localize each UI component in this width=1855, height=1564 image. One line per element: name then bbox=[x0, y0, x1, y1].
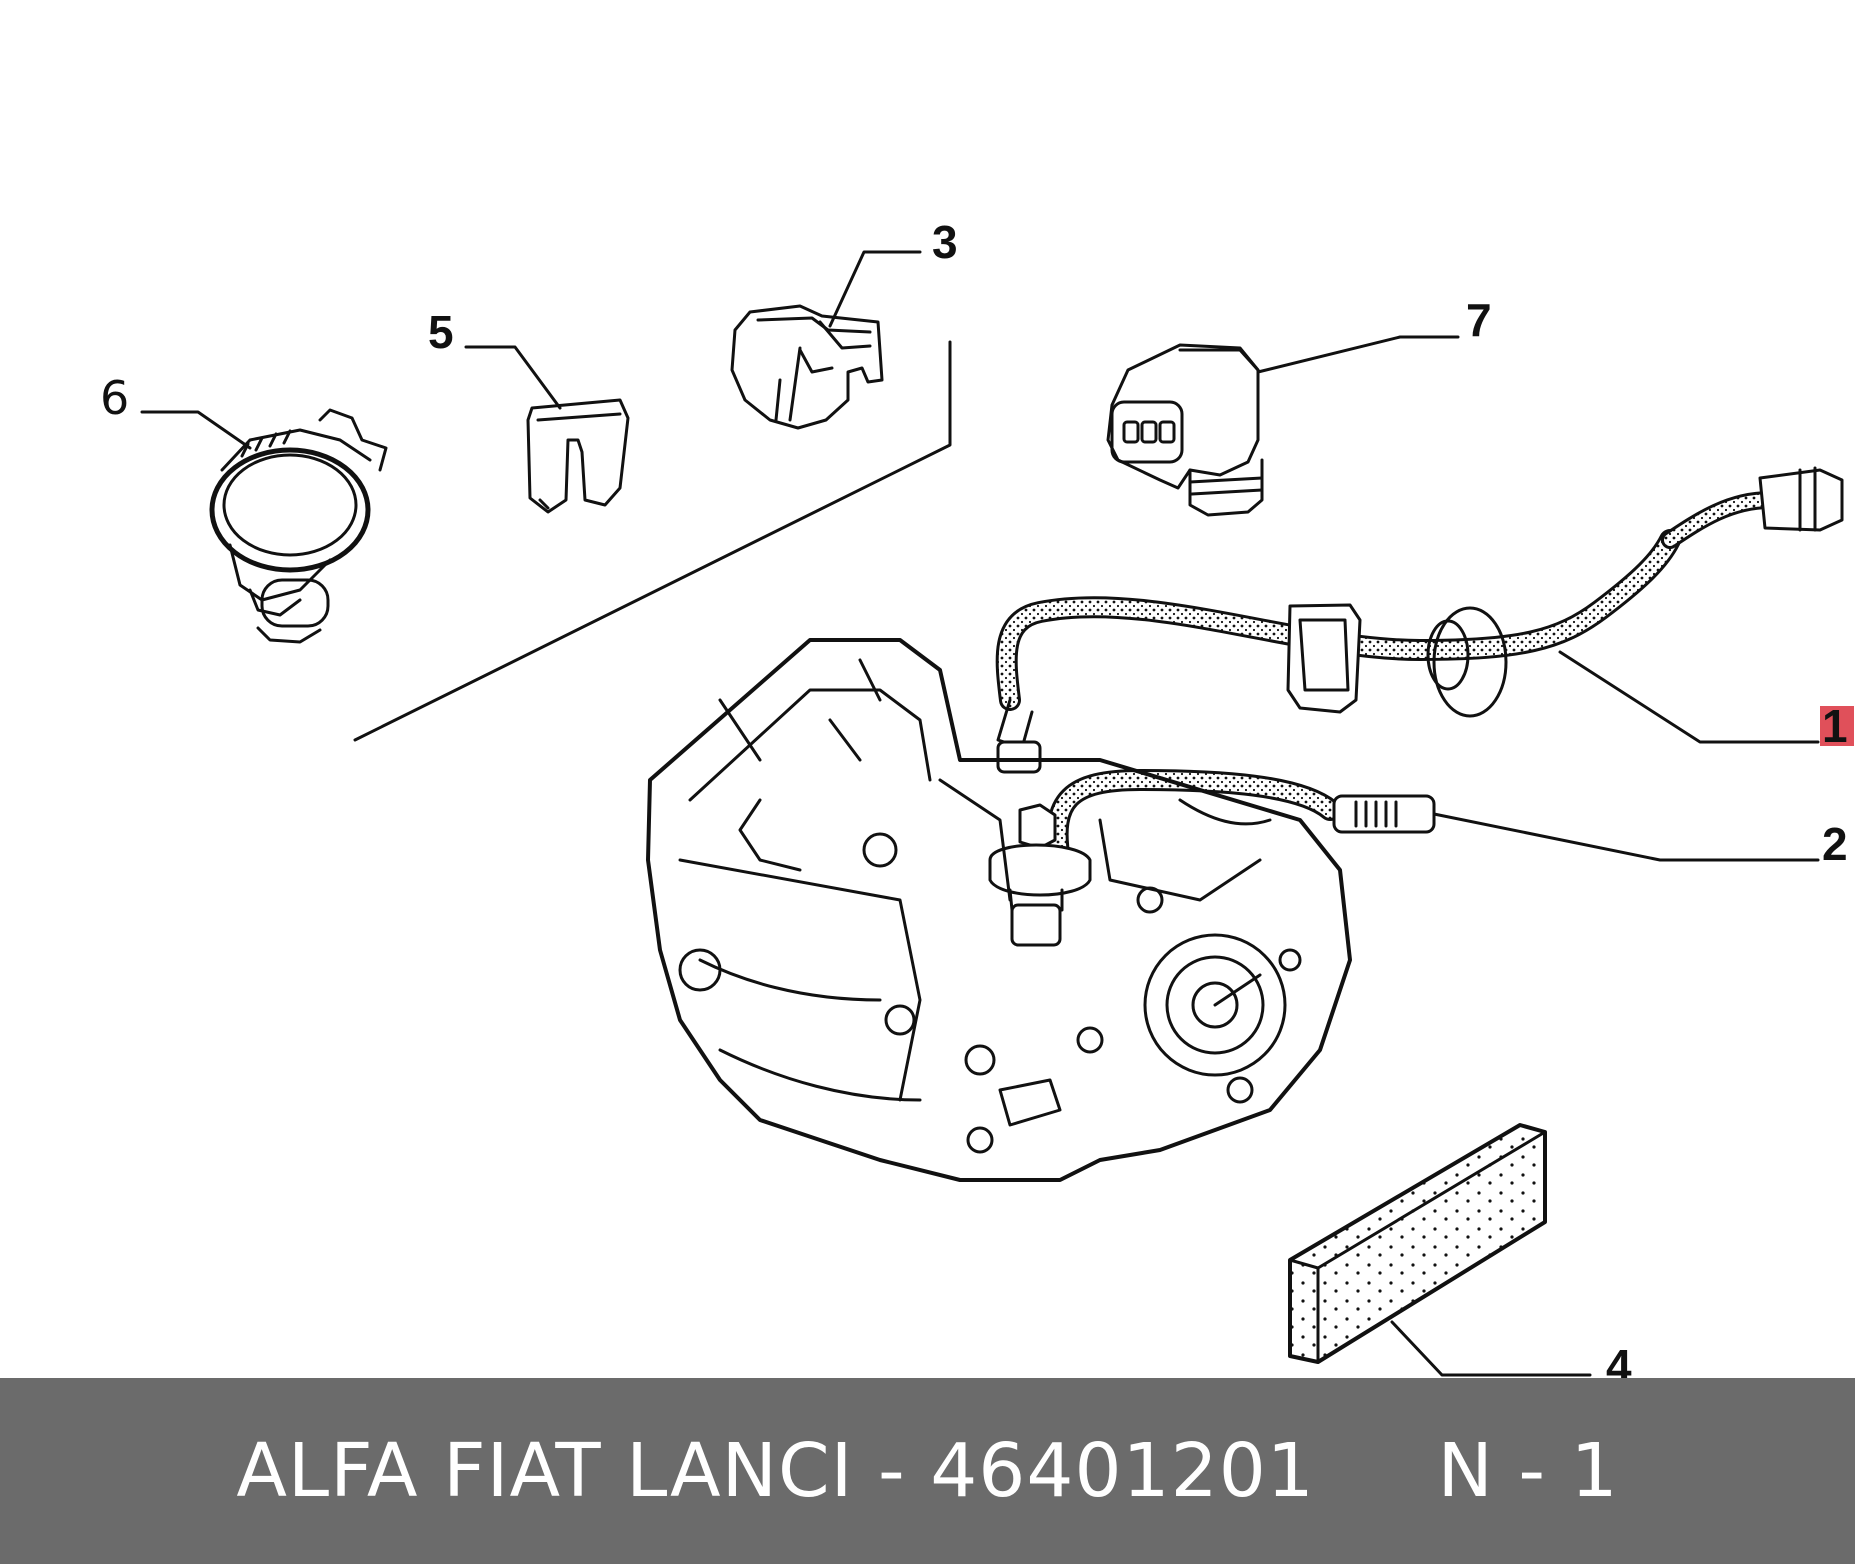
part-1-sensor-cable bbox=[995, 466, 1844, 774]
part-6-hose-clamp bbox=[209, 408, 388, 644]
callout-1-highlight bbox=[1820, 706, 1854, 746]
leader-4 bbox=[1390, 1320, 1592, 1377]
gearbox-housing bbox=[646, 638, 1352, 1182]
part-2-speed-sensor bbox=[988, 769, 1436, 947]
leader-5 bbox=[464, 345, 562, 410]
callout-6[interactable]: 6 bbox=[100, 371, 129, 425]
part-5-spring-clip bbox=[526, 398, 630, 514]
callout-3[interactable]: 3 bbox=[932, 216, 958, 268]
callout-1[interactable]: 1 bbox=[1822, 700, 1848, 752]
leader-lines bbox=[140, 250, 1820, 1377]
part-7-sensor-connector bbox=[1106, 343, 1264, 517]
leader-6 bbox=[140, 410, 252, 450]
footer-caption: ALFA FIAT LANCI - 46401201 N - 1 bbox=[236, 1428, 1619, 1514]
part-4-pad bbox=[1288, 1123, 1547, 1364]
leader-3 bbox=[828, 250, 922, 328]
callout-5[interactable]: 5 bbox=[428, 306, 454, 358]
footer-bar: ALFA FIAT LANCI - 46401201 N - 1 bbox=[0, 1378, 1855, 1564]
callout-7[interactable]: 7 bbox=[1466, 294, 1492, 346]
separator-line bbox=[353, 340, 952, 742]
part-3-cable-holder bbox=[730, 304, 884, 430]
leader-1 bbox=[1558, 650, 1820, 744]
leader-7 bbox=[1256, 335, 1460, 374]
callout-2[interactable]: 2 bbox=[1822, 818, 1848, 870]
leader-2 bbox=[1432, 812, 1820, 862]
